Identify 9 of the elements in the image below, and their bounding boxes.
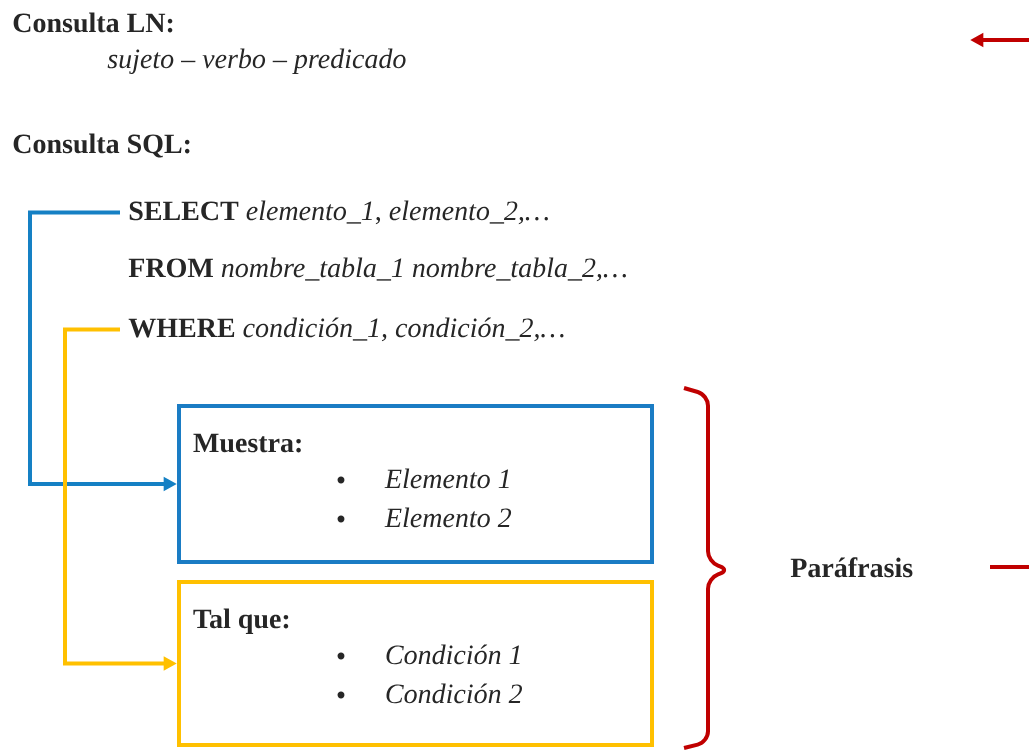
pattern-text: sujeto – verbo – predicado bbox=[107, 48, 406, 74]
section-heading: Consulta LN: bbox=[13, 12, 173, 33]
sql-clause: SELECT elemento_1, elemento_2,… bbox=[129, 200, 548, 225]
sql-clause: WHERE condición_1, condición_2,… bbox=[128, 317, 564, 342]
brace-label: Paráfrasis bbox=[790, 557, 913, 578]
sql-clause: FROM nombre_tabla_1 nombre_tabla_2,… bbox=[128, 257, 626, 282]
section-heading: Consulta SQL: bbox=[13, 133, 190, 158]
paraphrase-box: Tal que: Condición 1 Condición 2 bbox=[177, 580, 654, 747]
paraphrase-box: Muestra: Elemento 1 Elemento 2 bbox=[177, 404, 654, 564]
